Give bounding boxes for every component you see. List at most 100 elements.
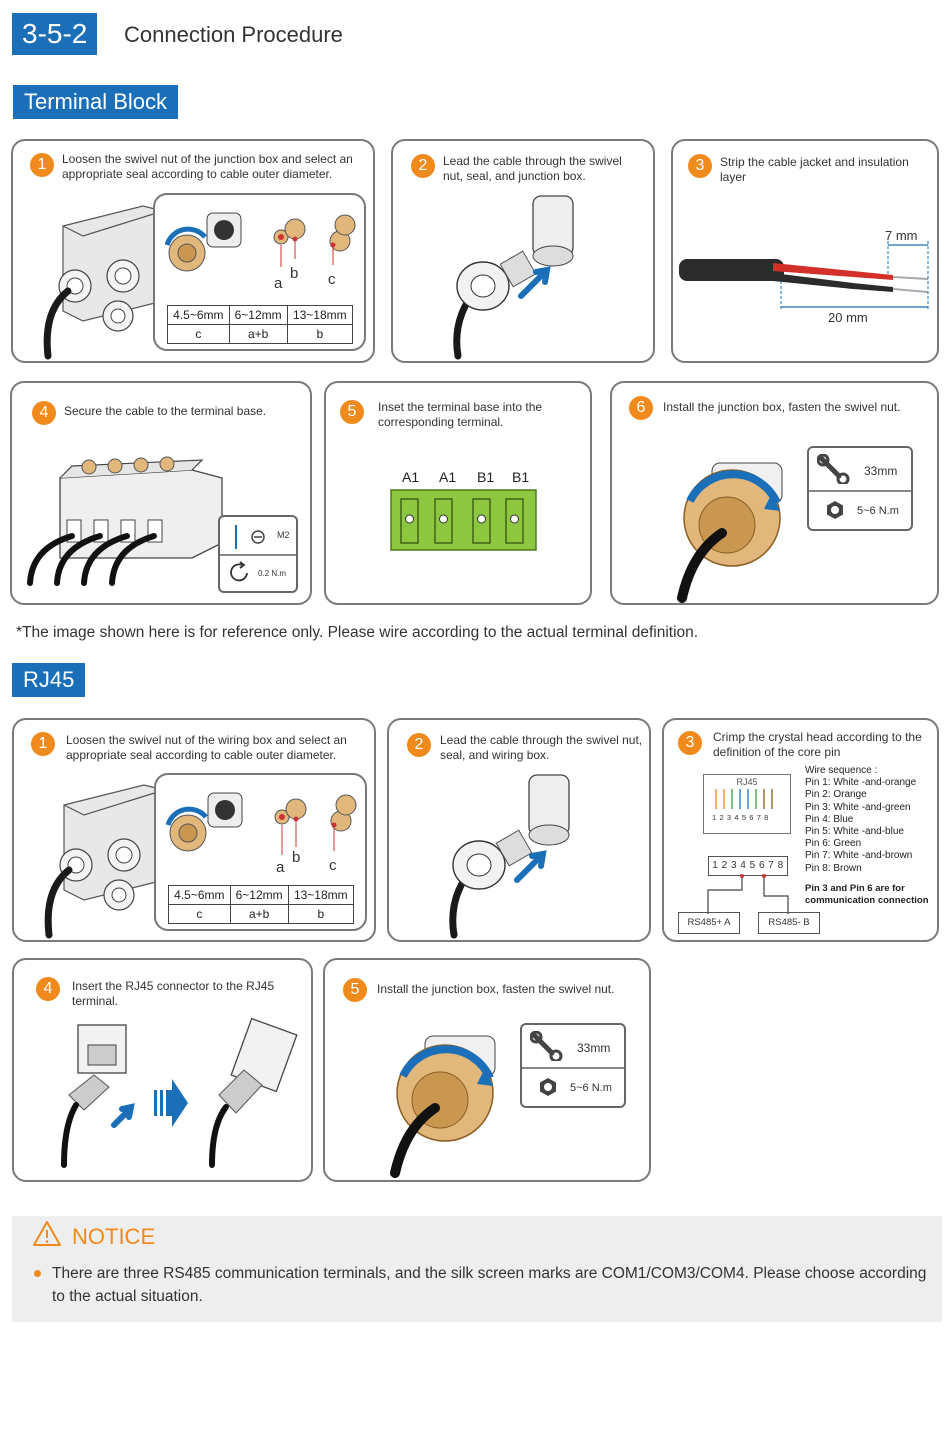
step-text: Lead the cable through the swivel nut, s… — [440, 733, 643, 762]
pin-note: Pin 3 and Pin 6 are for communication co… — [805, 883, 929, 906]
spec-divider — [522, 1067, 624, 1069]
seal-label-c: c — [329, 857, 337, 874]
wire-sequence-item: Pin 3: White -and-green — [805, 801, 911, 813]
wire-sequence-title: Wire sequence : — [805, 765, 878, 776]
hex-nut-icon — [827, 501, 843, 519]
step-text: Insert the RJ45 connector to the RJ45 te… — [72, 979, 275, 1008]
torque-icon — [230, 561, 248, 582]
rj45-step-2-card: 2 Lead the cable through the swivel nut,… — [387, 718, 651, 942]
rj45-step-4-card: 4 Insert the RJ45 connector to the RJ45 … — [12, 958, 313, 1182]
warning-icon — [33, 1221, 61, 1246]
nut-torque: 5~6 N.m — [570, 1082, 612, 1094]
junction-box-illustration — [44, 784, 165, 939]
step-text: Secure the cable to the terminal base. — [64, 404, 267, 418]
rj45-step-1-card: 1 Loosen the swivel nut of the wiring bo… — [12, 718, 376, 942]
torque-spec-box: 33mm 5~6 N.m — [520, 1023, 626, 1108]
junction-box-body — [43, 205, 164, 360]
seal-size-cell: 4.5~6mm — [167, 305, 230, 325]
step-text: Loosen the swivel nut of the wiring box … — [66, 733, 347, 762]
wire-sequence-item: Pin 2: Orange — [805, 789, 867, 801]
step-text: Strip the cable jacket and insulation la… — [720, 155, 909, 184]
step-number: 3 — [688, 154, 712, 178]
step-number: 1 — [31, 732, 55, 756]
step-text: Install the junction box, fasten the swi… — [377, 982, 615, 996]
section-title: Connection Procedure — [124, 22, 343, 47]
step-text: Lead the cable through the swivel nut, s… — [443, 154, 622, 183]
step-text: Loosen the swivel nut of the junction bo… — [62, 152, 353, 181]
rj45-insert-illustration — [61, 1017, 298, 1168]
rj45-plug-pin-strip: 1 2 3 4 5 6 7 8 — [708, 856, 788, 876]
reference-note: *The image shown here is for reference o… — [16, 624, 699, 641]
screw-torque: 0.2 N.m — [258, 569, 287, 578]
rj45-jack-pin-numbers: 1 2 3 4 5 6 7 8 — [712, 813, 769, 822]
wrench-size: 33mm — [864, 464, 898, 478]
rj45-jack-diagram: RJ45 1 2 3 4 5 6 7 8 — [703, 774, 791, 834]
wire-sequence-item: Pin 6: Green — [805, 838, 862, 850]
terminal-label: B1 — [477, 469, 495, 485]
seal-type-cell: c — [168, 904, 231, 924]
seal-parts-illustration — [164, 212, 356, 272]
hex-nut-icon — [540, 1078, 556, 1096]
seal-size-cell: 13~18mm — [287, 885, 355, 905]
rj45-jack-wires — [715, 789, 773, 809]
junction-box-illustration — [43, 205, 164, 360]
cable-strip-illustration — [679, 241, 929, 311]
wrench-icon — [530, 1031, 563, 1061]
strip-length-long: 20 mm — [828, 310, 868, 325]
wire-sequence-item: Pin 5: White -and-blue — [805, 826, 904, 838]
tb-step-6-card: 6 Install the junction box, fasten the s… — [610, 381, 939, 605]
terminal-base-illustration — [27, 456, 223, 586]
seal-type-cell: c — [167, 324, 230, 344]
rs485-connection-lines — [707, 874, 789, 914]
step-number: 4 — [36, 977, 60, 1001]
tb-step-4-card: 4 Secure the cable to the terminal base.… — [10, 381, 312, 605]
seal-size-cell: 4.5~6mm — [168, 885, 231, 905]
wire-sequence-list: Wire sequence : Pin 1: White -and-orange… — [805, 765, 937, 875]
seal-label-b: b — [292, 849, 301, 866]
seal-size-cell: 6~12mm — [229, 885, 289, 905]
seal-parts-illustration — [165, 792, 357, 855]
bullet-icon — [34, 1270, 41, 1277]
step-text: Inset the terminal base into the corresp… — [378, 400, 543, 429]
wire-sequence-item: Pin 4: Blue — [805, 813, 854, 825]
step-number: 2 — [411, 154, 435, 178]
seal-type-cell: b — [286, 324, 354, 344]
wrench-icon — [817, 454, 850, 484]
rj45-step-5-card: 5 Install the junction box, fasten the s… — [323, 958, 651, 1182]
seal-type-cell: a+b — [228, 324, 288, 344]
rs485-a-box: RS485+ A — [678, 912, 740, 934]
tb-step-1-card: 1 Loosen the swivel nut of the junction … — [11, 139, 375, 363]
step-number: 5 — [343, 978, 367, 1002]
cable-through-nut-illustration — [453, 195, 574, 360]
spec-divider — [220, 554, 296, 556]
nut-torque: 5~6 N.m — [857, 505, 899, 517]
swivel-nut-illustration — [677, 462, 783, 603]
seal-size-cell: 13~18mm — [286, 305, 354, 325]
wrench-size: 33mm — [577, 1041, 611, 1055]
seal-label-c: c — [328, 271, 336, 288]
step-number: 6 — [629, 396, 653, 420]
step-number: 1 — [30, 153, 54, 177]
screw-spec-box: M2 0.2 N.m — [218, 515, 298, 593]
seal-size-cell: 6~12mm — [228, 305, 288, 325]
strip-length-short: 7 mm — [885, 228, 918, 243]
green-terminal-block — [390, 489, 537, 551]
step-text: Install the junction box, fasten the swi… — [663, 400, 901, 414]
tb-step-2-card: 2 Lead the cable through the swivel nut,… — [391, 139, 655, 363]
terminal-block-heading: Terminal Block — [13, 85, 179, 119]
terminal-label: A1 — [402, 469, 420, 485]
rj45-jack-label: RJ45 — [736, 777, 758, 787]
spec-divider — [809, 490, 911, 492]
screwdriver-icon — [235, 525, 265, 549]
rs485-b-box: RS485- B — [758, 912, 820, 934]
step-number: 5 — [340, 400, 364, 424]
terminal-label: A1 — [439, 469, 457, 485]
cable-through-nut-illustration — [449, 774, 570, 939]
wire-sequence-item: Pin 8: Brown — [805, 862, 862, 874]
notice-text: There are three RS485 communication term… — [52, 1265, 927, 1305]
swivel-nut-illustration — [390, 1035, 496, 1178]
step-number: 2 — [407, 733, 431, 757]
